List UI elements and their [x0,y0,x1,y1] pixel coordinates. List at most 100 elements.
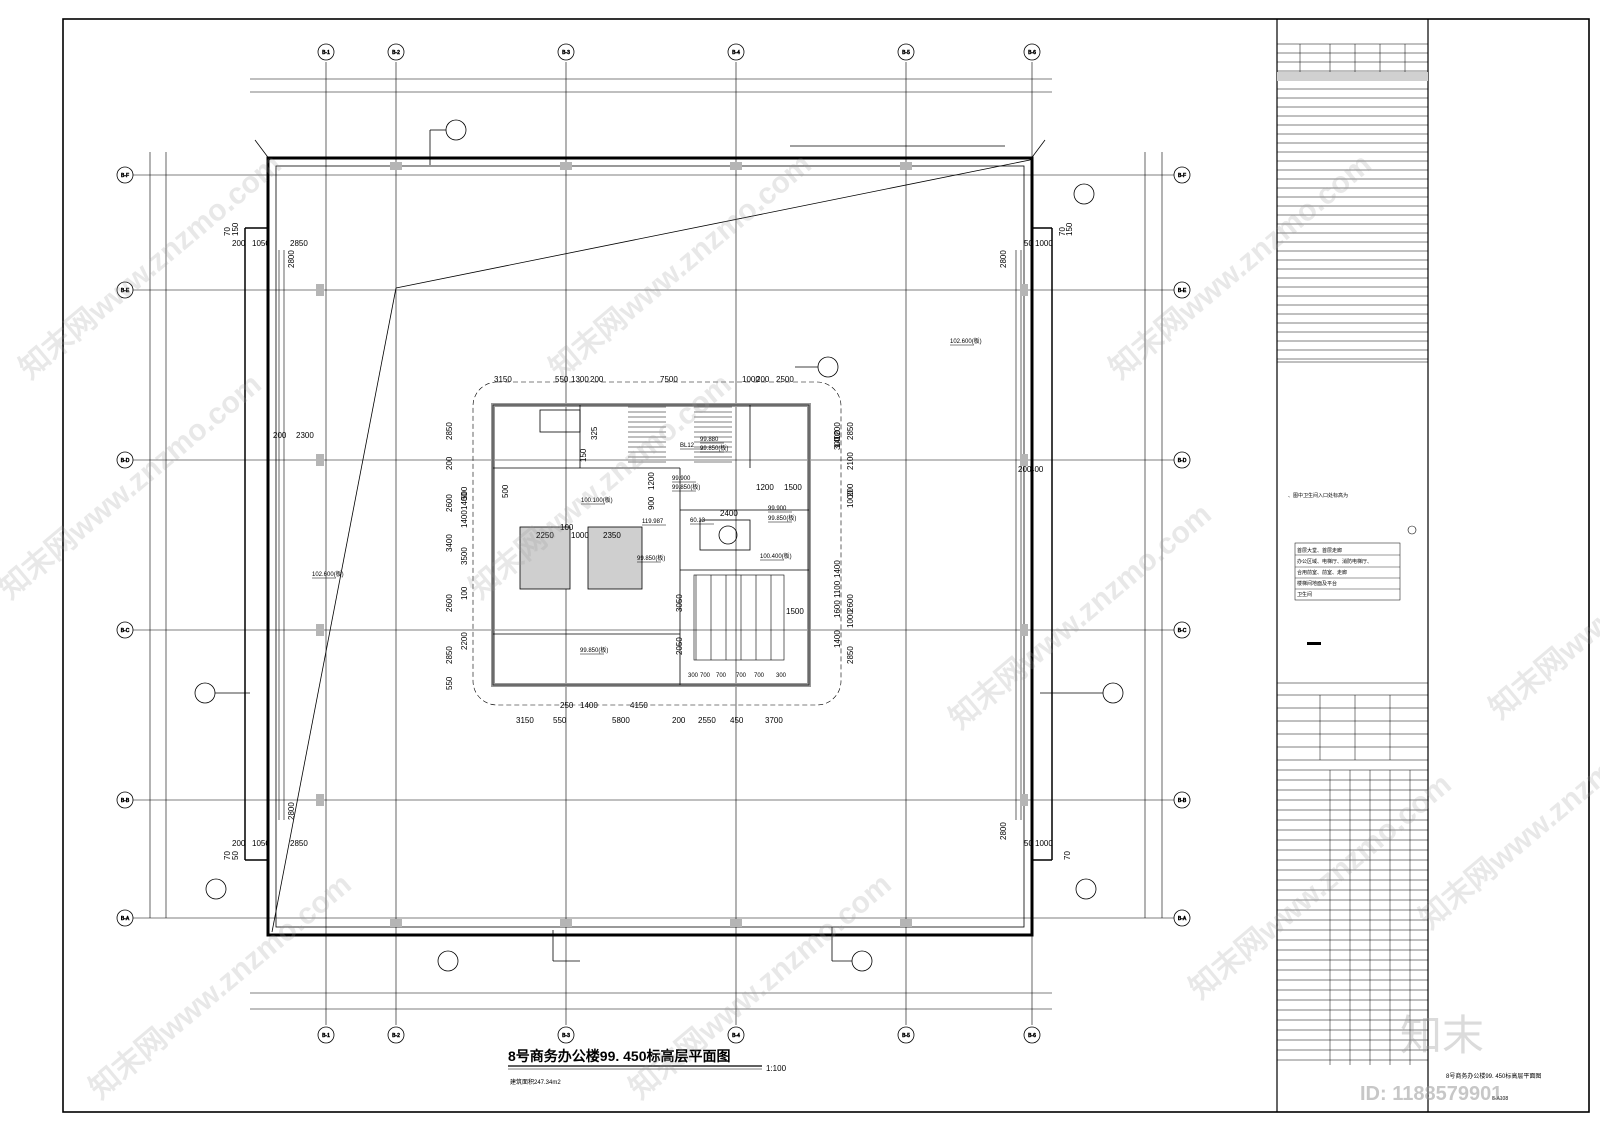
dimension-label: 500 [460,486,469,500]
sheet-name: 8号商务办公楼99. 450标高层平面图 [1446,1072,1541,1080]
watermark-text: 知末网www.znzmo.com [1183,768,1457,1006]
dimension-label: 100 [460,586,469,600]
dimension-label: 2500 [776,375,794,384]
axis-label: B-C [1178,628,1187,634]
axis-bubble [116,451,134,469]
dimension-label: 550 [553,716,567,725]
drawing-scale: 1:100 [766,1064,787,1073]
structural-columns [316,162,1028,927]
axis-label: B-6 [1028,1033,1036,1039]
axis-bubble [1023,43,1041,61]
level-label: 99.900 [672,476,691,482]
axis-bubble [897,43,915,61]
dimension-label: 2850 [445,646,454,664]
dimension-label: 2800 [287,250,296,268]
dimension-label: 200 [1018,465,1032,474]
column [730,162,742,170]
axis-bubble [116,166,134,184]
dimension-label: 2800 [287,802,296,820]
watermark-text: 知末网www.znzmo.com [0,368,268,606]
axis-label: B-F [1178,173,1186,179]
axis-bubble [557,43,575,61]
dimension-label: 1400 [833,430,842,448]
axis-label: B-B [1178,798,1187,804]
dimension-label: 1400 [460,510,469,528]
axis-bubble [116,909,134,927]
axis-label: B-6 [1028,50,1036,56]
dimension-label: 3150 [516,716,534,725]
dimension-label: 3400 [445,534,454,552]
dimension-label: 50 [1024,239,1033,248]
dimension-label: 70 [1063,851,1072,860]
dimension-label: 500 [501,484,510,498]
building-perimeter [244,156,1053,937]
dimension-label: 7500 [660,375,678,384]
axis-label: B-A [1178,916,1187,922]
dimension-label: 325 [590,426,599,440]
dimension-label: 150 [579,448,588,462]
dimension-label: 2050 [675,637,684,655]
watermark-layer: 知末网www.znzmo.com 知末网www.znzmo.com 知末网www.z… [0,148,1600,1106]
column [1020,454,1028,466]
dimension-label: 3700 [765,716,783,725]
dimension-label: 1000 [846,610,855,628]
axis-bubble [1173,621,1191,639]
dimension-label: 2800 [999,822,1008,840]
watermark-text: 知末网www.znzmo.com [943,498,1217,736]
dimension-label: 70 [223,227,232,236]
dimension-label: 150 [1065,222,1074,236]
dimension-label: 300 [688,673,699,679]
dimension-label: 5800 [612,716,630,725]
axis-bubble [317,43,335,61]
axis-bubble [116,621,134,639]
column [730,919,742,927]
dimension-label: 1000 [742,375,760,384]
dimension-label: 550 [555,375,569,384]
dimension-label: 50 [231,851,240,860]
dimension-label: 1000 [846,490,855,508]
column [1020,624,1028,636]
dimension-label: 1400 [580,701,598,710]
watermark-text: 知末网www.znzmo.com [83,868,357,1106]
axis-label: B-4 [732,1033,740,1039]
axis-label: B-2 [392,1033,400,1039]
dimension-label: 900 [647,496,656,510]
dimension-label: 1000 [571,531,589,540]
dimension-label: 1400 [833,630,842,648]
axis-label: B-3 [562,50,570,56]
axis-bubble [116,281,134,299]
dimension-label: 200 [590,375,604,384]
dimension-label: 2850 [290,239,308,248]
axis-bubble [727,1026,745,1044]
dimension-label: 2850 [846,646,855,664]
watermark-text: 知末网www.znzmo.com [543,148,817,386]
axis-bubble [1173,281,1191,299]
dimension-label: 1000 [1035,839,1053,848]
dimension-label: 450 [730,716,744,725]
dimension-label: 3050 [675,594,684,612]
dimension-label: 2250 [536,531,554,540]
dimension-label: 2350 [603,531,621,540]
axis-bubble [727,43,745,61]
level-label: 99.900 [768,506,787,512]
axis-bubble [1173,451,1191,469]
dimension-label: 1400 [833,560,842,578]
column [390,162,402,170]
column [316,794,324,806]
axis-bubble [897,1026,915,1044]
dimension-label: 3150 [494,375,512,384]
watermark-logo: 知末 [1400,1012,1484,1059]
level-label: 99.850(板) [580,646,608,654]
axis-bubble [116,791,134,809]
legend-item: 卫生间 [1297,591,1312,598]
axis-bubble [1023,1026,1041,1044]
dimension-label: 1000 [1035,239,1053,248]
axis-label: B-F [121,173,129,179]
column [390,919,402,927]
dimension-label: 700 [754,673,765,679]
dimension-label: 400 [1030,465,1044,474]
axis-label: B-1 [322,1033,330,1039]
dimension-label: 200 [232,239,246,248]
level-label: 99.850(板) [637,554,665,562]
